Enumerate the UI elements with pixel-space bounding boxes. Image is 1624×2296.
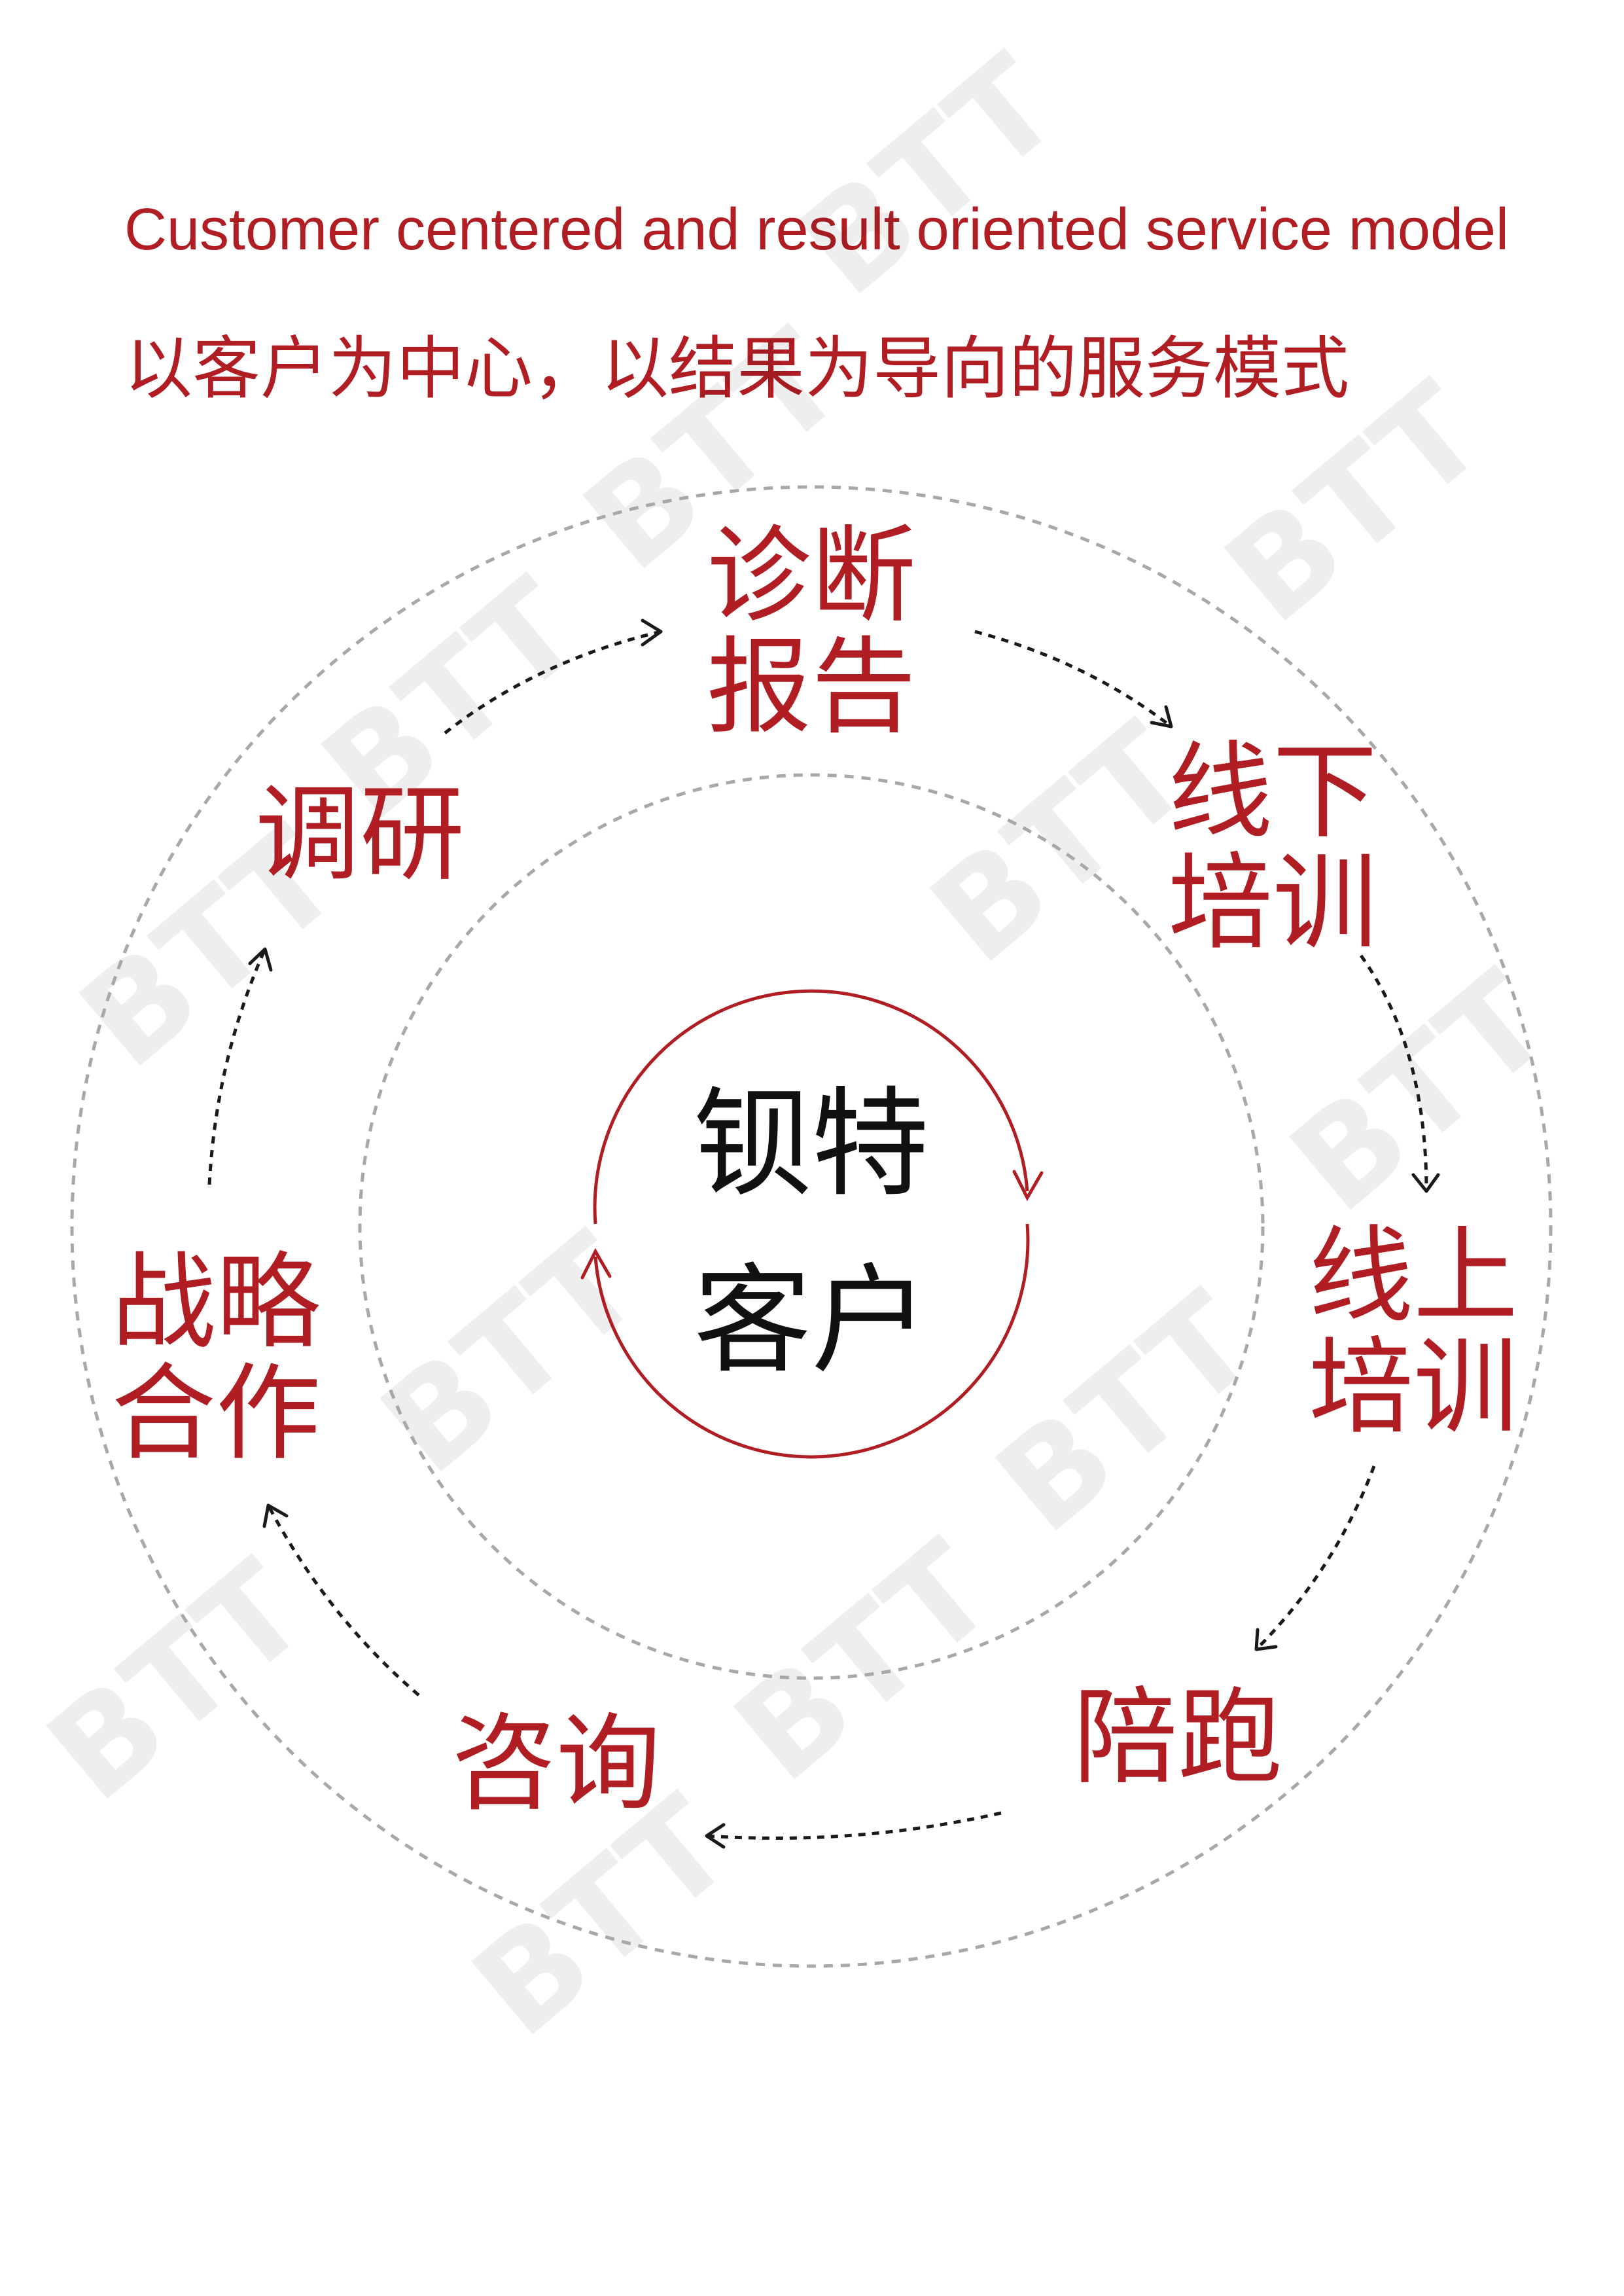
arrowhead-icon [262,1503,289,1528]
arrowhead-icon [1411,1173,1440,1193]
node-label-line1: 咨询 [451,1702,661,1825]
node-label-line1: 陪跑 [1073,1676,1282,1799]
arrowhead-icon [1150,705,1173,728]
cycle-arrowhead-icon [580,1247,612,1280]
flow-arrow-diagnosis-to-offline [974,630,1173,728]
node-consulting: 咨询 [451,1702,661,1825]
node-label-line1: 调研 [255,773,465,895]
center-label-line2: 客户 [694,1253,929,1390]
title-english: Customer centered and result oriented se… [124,197,1509,262]
node-label-line1: 诊断 [707,514,916,637]
center-cycle-symbol [580,989,1044,1459]
flow-arrow-consulting-to-strategic [266,1504,420,1696]
node-label-line1: 战略 [111,1241,321,1363]
watermark-logo: BTT [1198,355,1511,653]
node-label-line2: 培训 [1168,842,1377,964]
flow-arrow-coaching-to-consulting [706,1811,1002,1840]
arrowhead-icon [248,947,273,972]
flow-arrow-offline-to-online [1359,954,1428,1192]
inner-ring [358,773,1265,1680]
node-label-line1: 线上 [1309,1215,1518,1337]
flow-arrows [207,619,1440,1849]
node-coaching: 陪跑 [1073,1676,1282,1799]
watermark-layer: BTT BTT BTT BTT BTT BTT BTT BTT BTT BTT … [20,27,1577,2066]
cycle-arc-upper [593,989,1029,1225]
node-label-line2: 报告 [707,626,916,748]
watermark-logo: BTT [707,1513,1021,1811]
arrowhead-icon [641,619,663,647]
flow-arrow-research-to-diagnosis [444,630,662,734]
arrowhead-icon [705,1823,726,1849]
node-label-line1: 线下 [1168,730,1377,853]
cycle-arc-lower [593,1223,1030,1459]
node-research: 调研 [255,773,465,895]
node-strategic-cooperation: 战略 合作 [111,1241,321,1475]
watermark-logo: BTT [354,1206,667,1503]
flow-arrow-strategic-to-research [207,948,267,1185]
node-label-line2: 培训 [1309,1326,1518,1448]
center-label-line1: 钡特 [694,1076,929,1213]
outer-ring [70,485,1553,1968]
flow-arrow-online-to-coaching [1255,1465,1376,1651]
watermark-logo: BTT [773,27,1086,325]
watermark-logo: BTT [20,1533,334,1831]
node-label-line2: 合作 [111,1352,321,1475]
node-online-training: 线上 培训 [1309,1215,1518,1448]
watermark-logo: BTT [1263,944,1577,1242]
node-diagnosis-report: 诊断 报告 [707,514,916,748]
arrowhead-icon [1254,1628,1278,1651]
title-chinese: 以客户为中心，以结果为导向的服务模式 [124,329,1350,408]
cycle-arrowhead-icon [1012,1170,1044,1202]
node-offline-training: 线下 培训 [1168,730,1377,964]
